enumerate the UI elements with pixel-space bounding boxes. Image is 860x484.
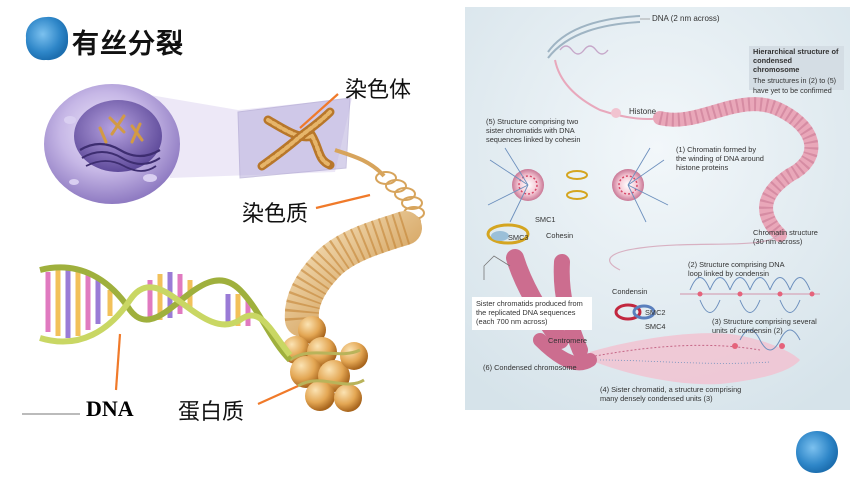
- label-smc4: SMC4: [645, 322, 666, 331]
- sister-chromatids-label-box: [472, 297, 592, 330]
- label-s3-2: units of condensin (2): [712, 326, 783, 335]
- label-condensin: Condensin: [612, 287, 648, 296]
- label-chromatin-2: (30 nm across): [753, 237, 803, 246]
- label-dna: DNA: [86, 396, 134, 421]
- chromatin-fiber: [284, 211, 422, 337]
- label-chromatin-1: Chromatin structure: [753, 228, 818, 237]
- label-s1-1: (1) Chromatin formed by: [676, 145, 757, 154]
- label-dna-top: DNA (2 nm across): [652, 14, 720, 23]
- label-s6: (6) Condensed chromosome: [483, 363, 577, 372]
- condensed-chromatid: [590, 333, 800, 385]
- left-illustration: [22, 84, 425, 415]
- legend-sub-1: The structures in (2) to (5): [753, 75, 837, 85]
- label-s2-1: (2) Structure comprising DNA: [688, 260, 785, 269]
- label-s2-2: loop linked by condensin: [688, 269, 769, 278]
- page-title: 有丝分裂: [72, 29, 184, 60]
- label-sister-1: Sister chromatids produced from: [476, 299, 583, 308]
- cohesin-ring-icon: [486, 223, 530, 245]
- label-s3-1: (3) Structure comprising several: [712, 317, 817, 326]
- label-chromosome: 染色体: [345, 78, 412, 103]
- dna-loops: [689, 277, 811, 313]
- label-sister-2: the replicated DNA sequences: [476, 308, 576, 317]
- legend-sub-2: have yet to be confirmed: [753, 86, 832, 96]
- label-smc1: SMC1: [535, 215, 556, 224]
- label-cohesin: Cohesin: [546, 231, 574, 240]
- label-s5-1: (5) Structure comprising two: [486, 117, 579, 126]
- label-sister-3: (each 700 nm across): [476, 317, 548, 326]
- cell-icon: [44, 84, 180, 204]
- label-s1-3: histone proteins: [676, 163, 729, 172]
- label-protein: 蛋白质: [178, 400, 245, 425]
- protein-cluster: [282, 316, 368, 412]
- chromosome-structure-panel: [465, 7, 850, 410]
- label-smc2: SMC2: [645, 308, 666, 317]
- legend-title-1: Hierarchical structure of: [753, 47, 839, 56]
- label-s1-2: the winding of DNA around: [676, 154, 764, 163]
- label-s5-3: sequences linked by cohesin: [486, 135, 581, 144]
- label-s4-2: many densely condensed units (3): [600, 394, 713, 403]
- chromosome-x-icon: [257, 107, 335, 171]
- label-s4-1: (4) Sister chromatid, a structure compri…: [600, 385, 742, 394]
- label-centromere: Centromere: [548, 336, 588, 345]
- label-chromatin: 染色质: [242, 202, 309, 227]
- legend-title-2: condensed chromosome: [753, 55, 800, 74]
- dna-helix-icon: [39, 264, 293, 363]
- condensin-icon: [614, 303, 656, 321]
- label-s5-2: sister chromatids with DNA: [486, 126, 575, 135]
- label-smc3: SMC3: [508, 233, 529, 242]
- blue-blob-bottom-right: [796, 431, 838, 473]
- sister-chromatids-structure: [487, 147, 669, 223]
- blue-blob-top-left: [25, 16, 69, 61]
- legend-box: Hierarchical structure of condensed chro…: [749, 46, 844, 95]
- label-histone: Histone: [629, 107, 657, 116]
